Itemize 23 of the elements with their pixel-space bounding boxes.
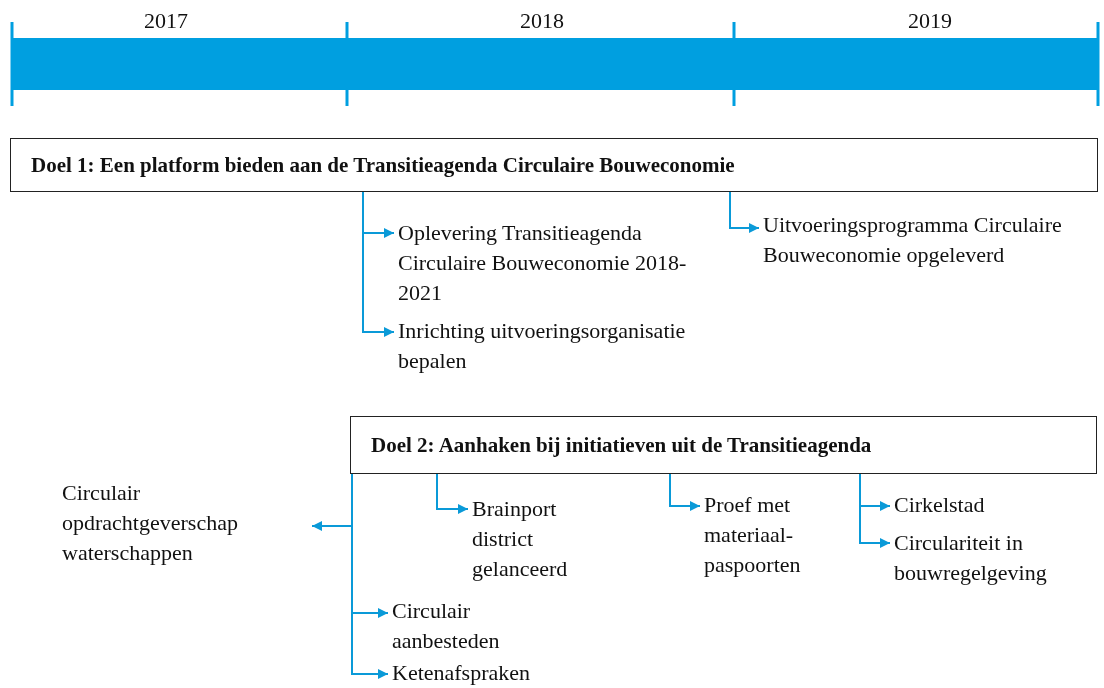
goal-heading: Doel 1: Een platform bieden aan de Transitieagenda Circulaire Bouweconomie — [31, 152, 735, 179]
milestone-text: Oplevering Transitieagenda Circulaire Bouweconomie 2018-2021 — [398, 218, 728, 308]
goal-box — [10, 138, 1098, 192]
milestone-text: Ketenafspraken — [392, 658, 592, 688]
milestone-text: Brainport district gelanceerd — [472, 494, 622, 584]
arrow — [362, 191, 395, 337]
arrow — [436, 473, 469, 514]
goal-heading: Doel 2: Aanhaken bij initiatieven uit de Transitieagenda — [371, 432, 872, 459]
arrow — [859, 473, 891, 548]
milestone-text: Circulair opdrachtgeverschap waterschappen — [62, 478, 308, 568]
milestone-text: Cirkelstad — [894, 490, 1044, 520]
goal-box — [350, 416, 1097, 474]
arrow — [351, 473, 389, 679]
milestone-text: Uitvoeringsprogramma Circulaire Bouweconomie opgeleverd — [763, 210, 1083, 270]
year-label: 2017 — [143, 8, 189, 34]
milestone-text: Circulair aanbesteden — [392, 596, 572, 656]
year-label: 2018 — [519, 8, 565, 34]
milestone-text: Proef met materiaal-paspoorten — [704, 490, 854, 580]
arrow — [669, 473, 701, 511]
milestone-text: Inrichting uitvoeringsorganisatie bepalen — [398, 316, 698, 376]
year-label: 2019 — [907, 8, 953, 34]
milestone-text: Circulariteit in bouwregelgeving — [894, 528, 1104, 588]
arrow — [729, 191, 760, 233]
